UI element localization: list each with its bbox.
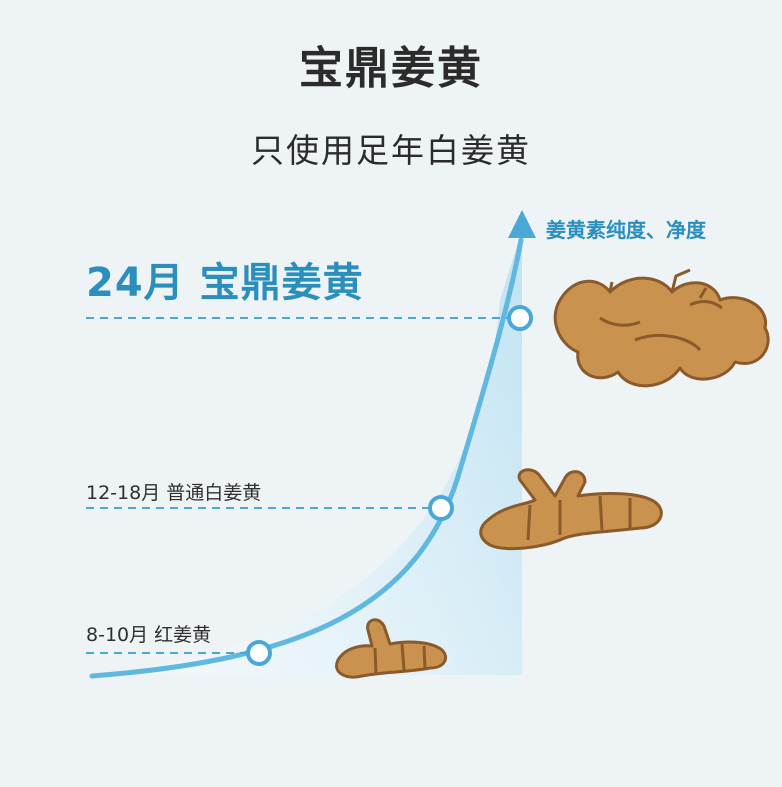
- page-title: 宝鼎姜黄: [299, 43, 483, 94]
- turmeric-root-icon: [335, 618, 447, 679]
- turmeric-root-icon: [479, 468, 663, 551]
- level-label-low: 8-10月 红姜黄: [86, 624, 212, 646]
- arrow-up-icon: [508, 210, 536, 238]
- page-subtitle: 只使用足年白姜黄: [251, 131, 531, 170]
- marker-low: [246, 640, 272, 666]
- marker-top: [507, 305, 533, 331]
- level-label-mid: 12-18月 普通白姜黄: [86, 482, 262, 504]
- marker-mid: [428, 495, 454, 521]
- axis-label: 姜黄素纯度、净度: [546, 218, 706, 242]
- level-label-top: 24月 宝鼎姜黄: [86, 260, 364, 306]
- turmeric-root-icon: [553, 268, 770, 388]
